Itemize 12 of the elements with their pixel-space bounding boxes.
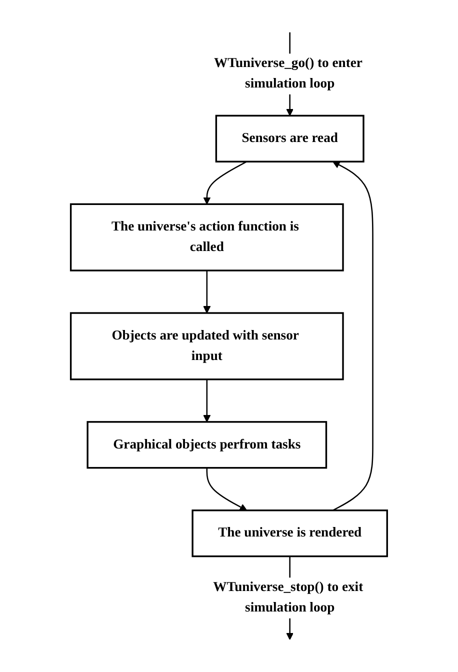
node-box: The universe's action function is called (70, 203, 344, 272)
arrow (206, 468, 248, 511)
arrow (332, 161, 374, 511)
node-box: Sensors are read (215, 114, 364, 162)
node-box: Graphical objects perfrom tasks (86, 421, 328, 469)
arrow (203, 379, 211, 422)
node-box: Objects are updated with sensor input (70, 312, 344, 380)
arrow (203, 270, 211, 314)
edge-label: WTuniverse_go() to enter simulation loop (214, 56, 362, 92)
arrow (203, 161, 248, 204)
node-box: The universe is rendered (192, 510, 388, 558)
edge-label: WTuniverse_stop() to exit simulation loop (213, 580, 364, 615)
